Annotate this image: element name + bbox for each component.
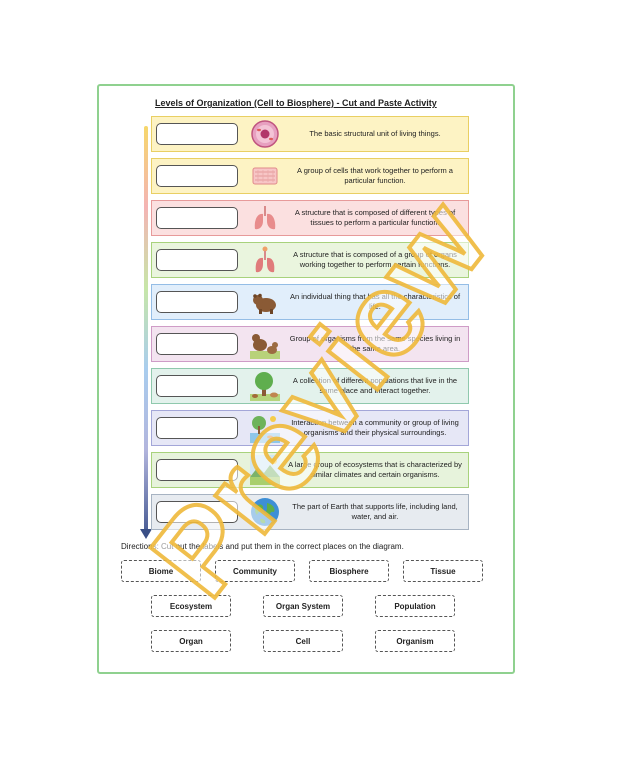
cutout-label[interactable]: Ecosystem [151,595,231,617]
worksheet-title: Levels of Organization (Cell to Biospher… [155,98,437,108]
level-row-3: A structure that is composed of differen… [151,200,469,236]
cutout-label[interactable]: Tissue [403,560,483,582]
level-description: Group of organisms from the same species… [289,334,461,353]
lungs-icon [254,206,276,230]
respiratory-system-icon [255,246,275,273]
level-row-2: A group of cells that work together to p… [151,158,469,194]
level-description: A collection of different populations th… [292,376,458,395]
hierarchy-arrow-head [140,529,152,539]
level-description: Interaction between a community or group… [291,418,459,437]
level-description: The part of Earth that supports life, in… [292,502,458,521]
worksheet: Levels of Organization (Cell to Biospher… [97,84,515,674]
answer-box[interactable] [156,207,238,229]
directions-text: Directions: Cut out the labels and put t… [121,542,404,551]
level-description: A large group of ecosystems that is char… [288,460,462,479]
level-description: A structure that is composed of differen… [294,208,456,227]
cutout-label[interactable]: Cell [263,630,343,652]
ecosystem-icon [250,416,280,443]
level-description: The basic structural unit of living thin… [309,129,441,139]
level-row-8: Interaction between a community or group… [151,410,469,446]
answer-box[interactable] [156,123,238,145]
cutout-label[interactable]: Organ [151,630,231,652]
answer-box[interactable] [156,417,238,439]
answer-box[interactable] [156,249,238,271]
cutout-label[interactable]: Biome [121,560,201,582]
tree-animals-icon [250,372,280,401]
cutout-label[interactable]: Population [375,595,455,617]
tissue-icon [252,167,278,185]
level-description: A group of cells that work together to p… [297,166,453,185]
answer-box[interactable] [156,459,238,481]
answer-box[interactable] [156,375,238,397]
hierarchy-arrow-line [144,126,148,531]
cutout-label[interactable]: Community [215,560,295,582]
answer-box[interactable] [156,291,238,313]
level-row-6: Group of organisms from the same species… [151,326,469,362]
answer-box[interactable] [156,501,238,523]
level-row-4: A structure that is composed of a group … [151,242,469,278]
earth-icon [251,498,279,526]
level-row-1: The basic structural unit of living thin… [151,116,469,152]
answer-box[interactable] [156,333,238,355]
bear-family-icon [250,334,280,359]
level-row-5: An individual thing that has all the cha… [151,284,469,320]
cell-icon [251,120,279,148]
cutout-label[interactable]: Organ System [263,595,343,617]
cutout-label[interactable]: Biosphere [309,560,389,582]
level-description: A structure that is composed of a group … [293,250,457,269]
level-row-10: The part of Earth that supports life, in… [151,494,469,530]
level-row-7: A collection of different populations th… [151,368,469,404]
cutout-label[interactable]: Organism [375,630,455,652]
biome-icon [250,455,280,485]
answer-box[interactable] [156,165,238,187]
level-description: An individual thing that has all the cha… [289,292,461,311]
level-row-9: A large group of ecosystems that is char… [151,452,469,488]
bear-icon [253,293,276,314]
